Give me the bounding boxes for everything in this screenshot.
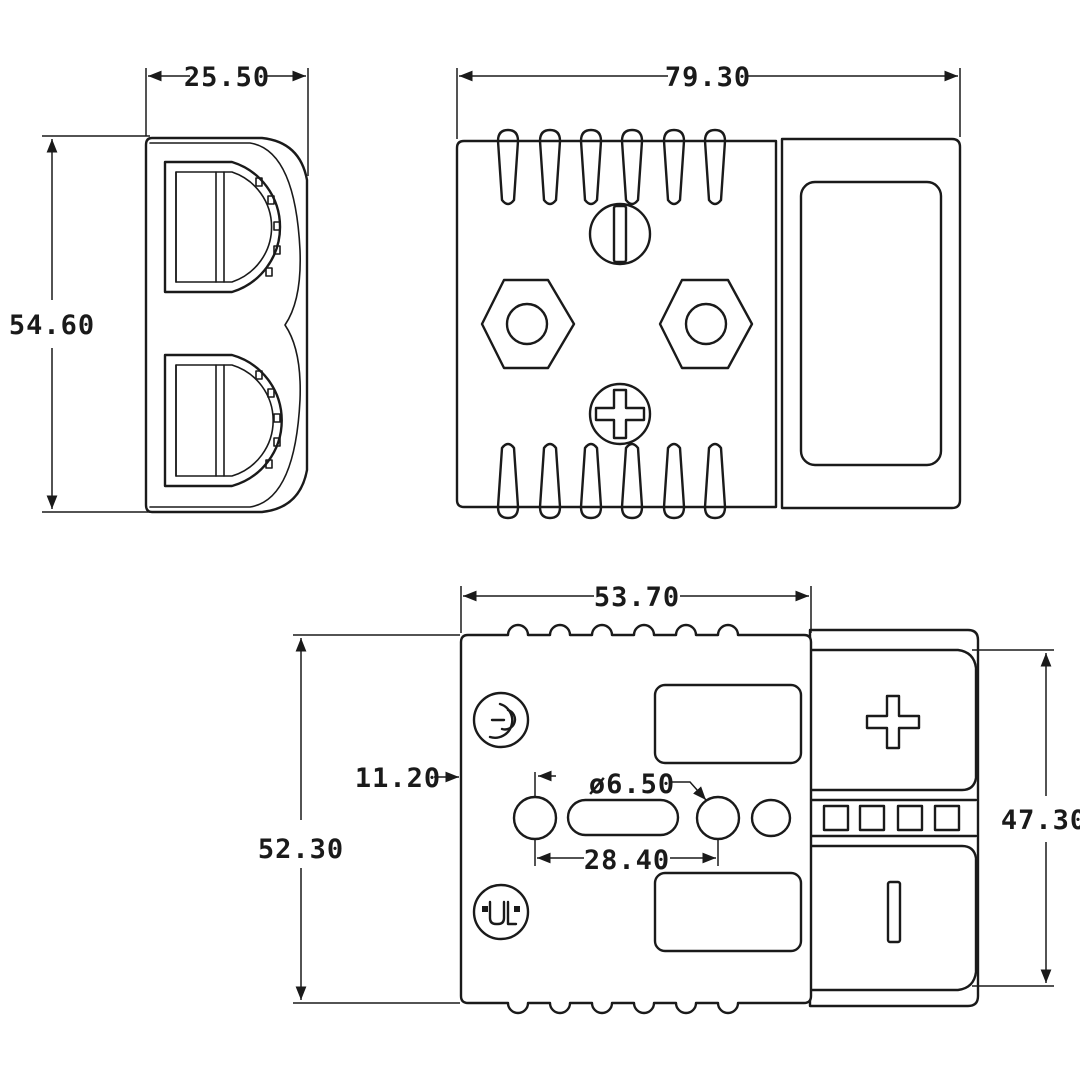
contact-slot xyxy=(896,804,924,832)
side-view-inner-outline xyxy=(149,142,302,508)
top-view-contact-window xyxy=(799,180,943,467)
dim-bottom-height: 52.30 xyxy=(258,834,344,865)
dim-hole-spacing: 28.40 xyxy=(584,845,670,876)
bottom-view-contact-housing xyxy=(808,628,980,1008)
hex-nut-right-icon xyxy=(658,278,754,370)
dim-leader-hole xyxy=(670,781,707,801)
top-view: 79.30 xyxy=(455,62,962,520)
dim-bottom-width: 53.70 xyxy=(594,582,680,613)
contact-slot xyxy=(822,804,850,832)
top-ribs xyxy=(496,128,727,206)
ul-logo-icon xyxy=(472,883,530,941)
dim-offset: 11.20 xyxy=(355,763,441,794)
bottom-view: 53.70 52.30 47.30 11.20 ø6.50 28.40 xyxy=(258,582,1080,1015)
top-view-body xyxy=(455,139,778,509)
dim-top-length: 79.30 xyxy=(665,62,751,93)
minus-sign-icon xyxy=(886,880,902,944)
lower-window xyxy=(653,871,803,953)
plus-sign-icon xyxy=(865,694,921,750)
dim-side-width: 25.50 xyxy=(184,62,270,93)
slot-hole xyxy=(566,798,680,837)
mounting-hole-right xyxy=(695,795,741,841)
lower-socket xyxy=(163,353,283,488)
contact-slot xyxy=(933,804,961,832)
side-view: 25.50 54.60 xyxy=(9,62,309,514)
bottom-ribs xyxy=(496,442,727,520)
bottom-view-body xyxy=(459,623,813,1015)
upper-socket xyxy=(163,160,282,294)
dim-side-height: 54.60 xyxy=(9,310,95,341)
small-hole xyxy=(750,798,792,838)
side-view-body xyxy=(144,136,309,514)
ce-logo-icon xyxy=(472,691,530,749)
upper-window xyxy=(653,683,803,765)
plus-screw-icon xyxy=(588,382,652,446)
dim-inner-height: 47.30 xyxy=(1001,805,1080,836)
minus-screw-icon xyxy=(588,202,652,266)
dim-hole-diameter: ø6.50 xyxy=(589,769,675,800)
top-view-contact-housing xyxy=(780,137,962,510)
contact-slot xyxy=(858,804,886,832)
hex-nut-left-icon xyxy=(480,278,576,370)
